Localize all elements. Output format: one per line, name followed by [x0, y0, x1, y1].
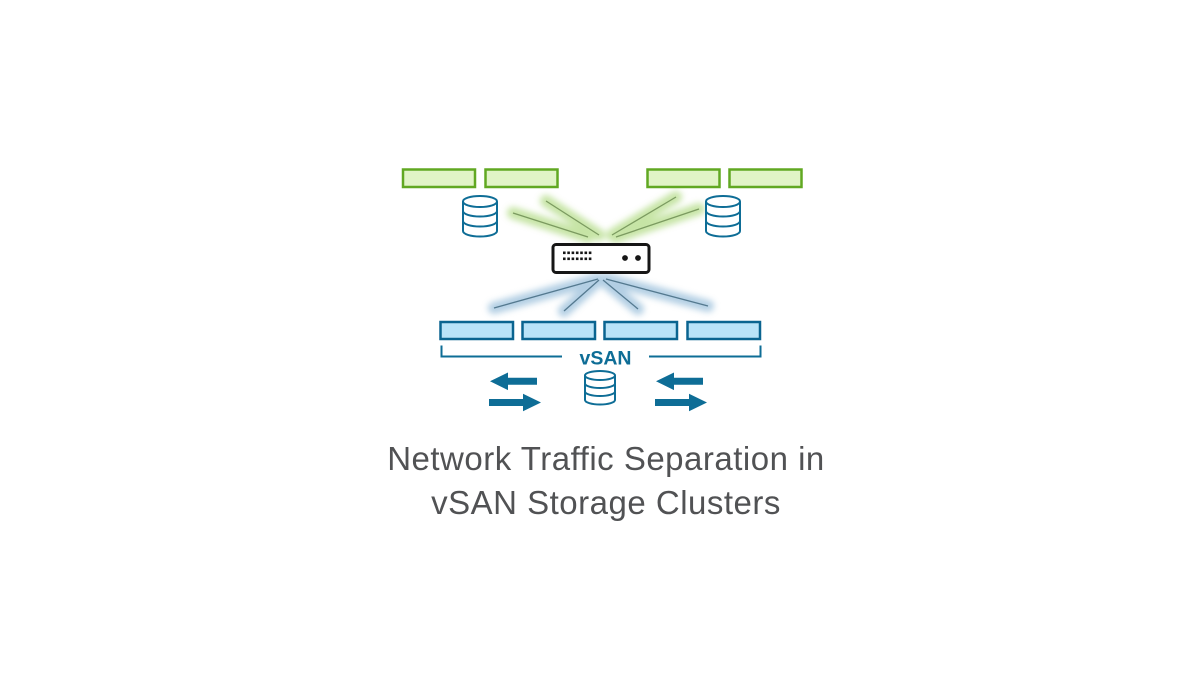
switch-icon — [551, 243, 651, 274]
blue-downlink-lines — [493, 278, 709, 312]
vsan-datastore-database-icon — [584, 370, 616, 406]
green-traffic-line — [615, 208, 700, 238]
blue-traffic-line — [605, 278, 709, 307]
blue-traffic-line — [563, 279, 600, 312]
green-host-row — [401, 168, 803, 189]
arrow-left-icon — [490, 372, 537, 391]
arrow-left-icon — [656, 372, 703, 391]
bidirectional-arrows — [489, 372, 707, 412]
vsan-label: vSAN — [579, 348, 631, 370]
green-uplink-lines — [512, 196, 700, 238]
database-icon — [462, 195, 498, 238]
vsan-bracket — [440, 345, 762, 358]
blue-host-box — [521, 320, 597, 341]
bracket-right-segment — [649, 345, 762, 358]
blue-host-box — [686, 320, 762, 341]
green-host-box — [728, 168, 803, 189]
green-host-box — [401, 168, 477, 189]
green-traffic-line — [545, 200, 600, 236]
switch-led — [635, 255, 641, 261]
arrow-right-icon — [655, 393, 707, 412]
blue-traffic-line — [602, 279, 639, 310]
green-host-box — [646, 168, 721, 189]
arrow-right-icon — [489, 393, 541, 412]
green-traffic-line — [512, 212, 589, 238]
blue-host-box — [439, 320, 515, 341]
top-database-icons — [462, 195, 741, 238]
diagram-title: Network Traffic Separation in vSAN Stora… — [0, 437, 1200, 525]
blue-host-box — [603, 320, 679, 341]
blue-host-row — [439, 320, 762, 341]
green-traffic-line — [611, 196, 677, 236]
blue-downlink-glow — [488, 273, 714, 317]
bracket-left-segment — [440, 345, 562, 358]
database-icon — [705, 195, 741, 238]
title-line-1: Network Traffic Separation in — [387, 440, 825, 477]
green-host-box — [484, 168, 559, 189]
title-line-2: vSAN Storage Clusters — [431, 484, 781, 521]
blue-traffic-line — [493, 278, 599, 309]
green-uplink-glow — [507, 191, 705, 243]
switch-led — [622, 255, 628, 261]
switch-port-dots — [563, 251, 641, 261]
